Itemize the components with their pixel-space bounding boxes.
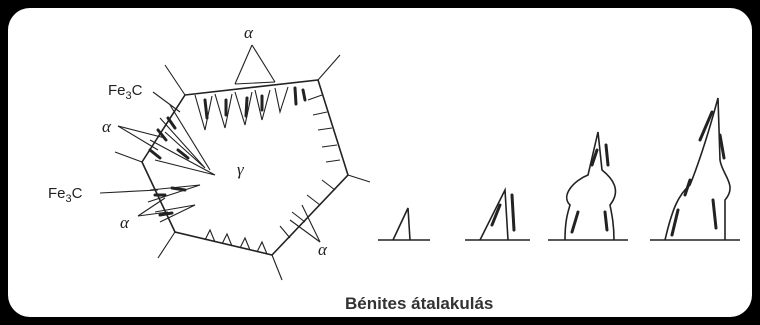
growth-stage-1: [378, 207, 430, 241]
diagram-card: γ α Fe3C α Fe3C α α: [8, 8, 752, 317]
bainite-diagram: γ α Fe3C α Fe3C α α: [48, 23, 740, 313]
alpha-left-pointers: [117, 125, 166, 151]
growth-stage-4: [650, 97, 740, 241]
austenite-grain: [114, 54, 371, 281]
alpha-label-lower-right: α: [318, 240, 328, 259]
fe3c-label-lower: Fe3C: [48, 185, 83, 205]
left-sheaves: [147, 104, 216, 223]
fe3c-upper-pointer: [152, 91, 181, 113]
caption: Bénites átalakulás: [345, 294, 493, 313]
alpha-top-pointers: [234, 44, 276, 85]
growth-stage-2: [465, 186, 530, 241]
alpha-label-left: α: [102, 117, 112, 136]
alpha-label-top: α: [244, 23, 254, 42]
top-sheaves: [194, 86, 307, 131]
alpha-lower-left-pointers: [137, 197, 169, 217]
gamma-label: γ: [237, 160, 245, 179]
edge-ticks: [204, 94, 341, 255]
fe3c-label-upper: Fe3C: [108, 82, 143, 102]
fe3c-lower-pointer: [99, 189, 159, 194]
growth-stage-3: [548, 131, 628, 241]
alpha-label-lower-left: α: [120, 213, 130, 232]
alpha-lower-right-pointers: [289, 204, 321, 243]
